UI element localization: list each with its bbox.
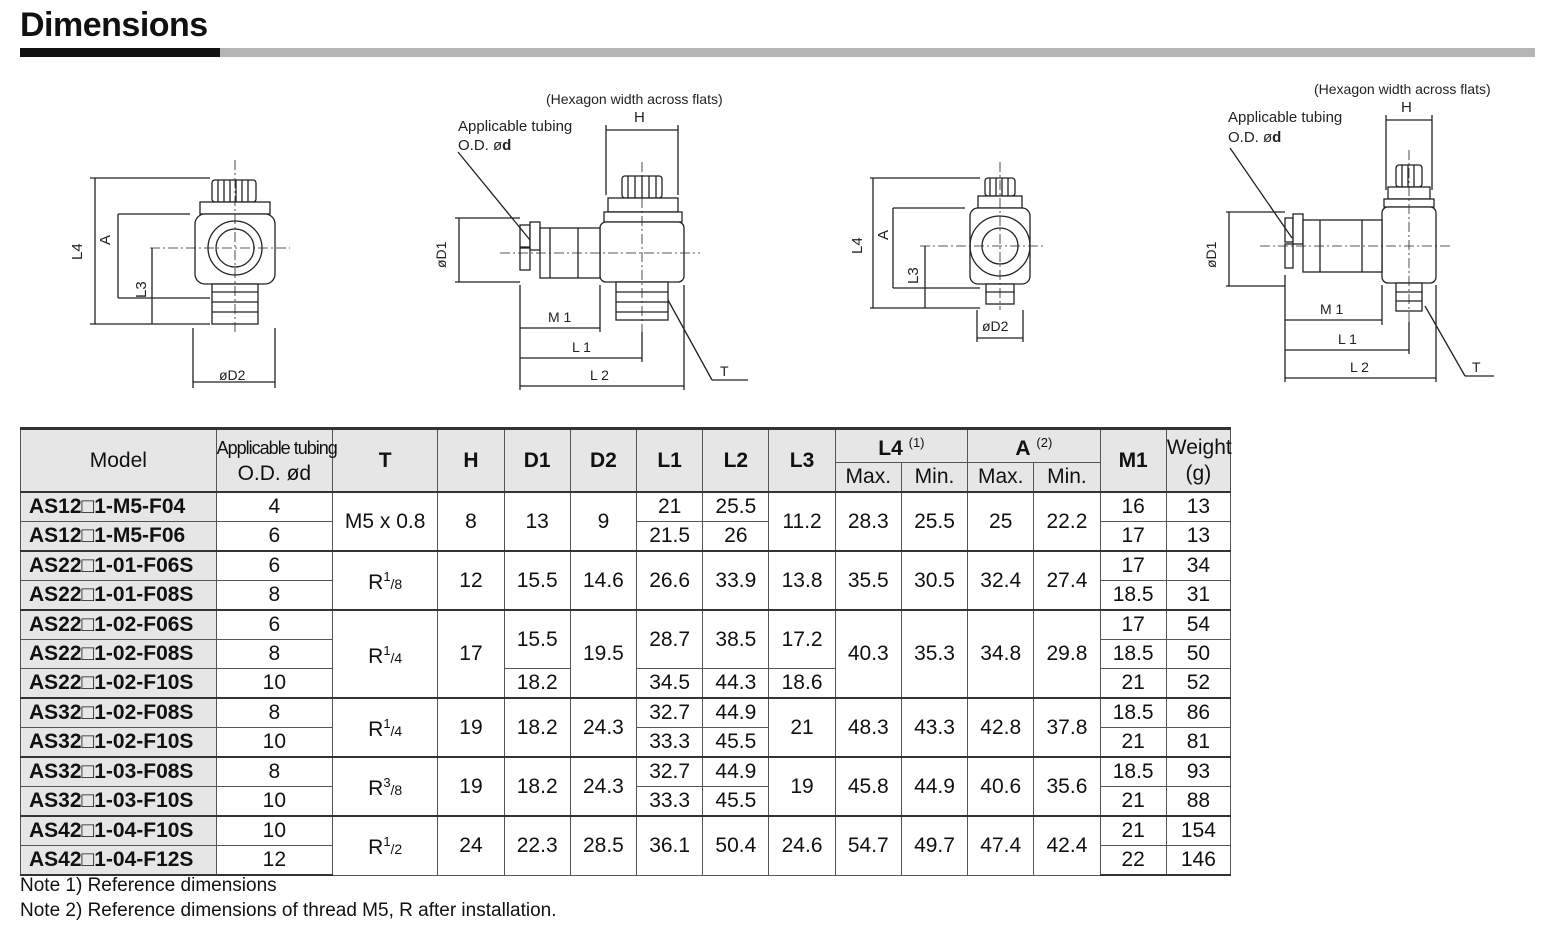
col-L4-min: Min. — [900, 462, 969, 493]
label-M1-2: M 1 — [1320, 301, 1344, 317]
tubing-note-1: Applicable tubing — [458, 118, 572, 135]
table-row: AS22□1-02-F06S 6 R1/4 17 15.5 19.5 28.7 … — [20, 609, 1232, 699]
label-D2-2: øD2 — [982, 318, 1009, 334]
col-L4: L4 (1) — [834, 427, 969, 463]
label-H-1: H — [634, 109, 645, 126]
tubing-note-2: Applicable tubing — [1228, 109, 1342, 126]
label-A-2: A — [875, 230, 892, 240]
col-H: H — [437, 427, 505, 493]
table-row: AS12□1-M5-F06 6 21.5 26 17 13 — [20, 521, 1232, 552]
label-L1-1: L 1 — [572, 339, 591, 355]
table-row: AS12□1-M5-F04 4 M5 x 0.8 8 13 9 21 25.5 … — [20, 491, 1232, 552]
label-A-1: A — [97, 235, 114, 245]
col-L1: L1 — [636, 427, 704, 493]
footnotes: Note 1) Reference dimensions Note 2) Ref… — [20, 873, 557, 923]
label-M1-1: M 1 — [548, 309, 572, 325]
hex-note-2: (Hexagon width across flats) — [1314, 81, 1491, 97]
col-L2: L2 — [702, 427, 770, 493]
label-H-2: H — [1401, 99, 1412, 116]
col-D1: D1 — [503, 427, 571, 493]
table-row: AS42□1-04-F12S 12 22 146 — [20, 845, 1232, 876]
table-row: AS32□1-02-F10S 10 33.3 45.5 21 81 — [20, 727, 1232, 758]
label-L1-2: L 1 — [1338, 331, 1357, 347]
table-row: AS22□1-02-F10S 10 18.2 34.5 44.3 18.6 21… — [20, 668, 1232, 699]
label-D2-1: øD2 — [219, 367, 246, 383]
table-row: AS22□1-02-F08S 8 18.5 50 — [20, 639, 1232, 669]
label-T-1: T — [720, 363, 729, 379]
title-underline-accent — [20, 48, 220, 57]
table-row: AS22□1-01-F06S 6 R1/8 12 15.5 14.6 26.6 … — [20, 550, 1232, 611]
label-D1-1: øD1 — [433, 241, 449, 268]
table-row: AS32□1-03-F08S 8 R3/8 19 18.2 24.3 32.7 … — [20, 756, 1232, 817]
col-model: Model — [20, 427, 217, 493]
label-L4-1: L4 — [69, 243, 86, 260]
dimension-drawings: L4 A L3 øD2 (Hexagon width across flats)… — [0, 70, 1555, 400]
note-1: Note 1) Reference dimensions — [20, 875, 277, 896]
col-A-max: Max. — [967, 462, 1035, 493]
label-L3-2: L3 — [905, 267, 922, 284]
col-A: A (2) — [967, 427, 1101, 463]
tubing-od-2: O.D. ød — [1228, 129, 1281, 146]
drawing-front-view-1 — [90, 160, 290, 388]
tubing-od-1: O.D. ød — [458, 137, 511, 154]
col-A-min: Min. — [1033, 462, 1101, 493]
note-2: Note 2) Reference dimensions of thread M… — [20, 900, 557, 921]
label-L2-2: L 2 — [1350, 359, 1369, 375]
label-L3-1: L3 — [133, 281, 150, 298]
col-L4-max: Max. — [834, 462, 902, 493]
label-L2-1: L 2 — [590, 367, 609, 383]
drawing-side-view-2 — [1226, 115, 1494, 382]
table-row: AS32□1-03-F10S 10 33.3 45.5 21 88 — [20, 786, 1232, 817]
col-T: T — [332, 427, 439, 493]
col-D2: D2 — [569, 427, 638, 493]
table-row: AS32□1-02-F08S 8 R1/4 19 18.2 24.3 32.7 … — [20, 697, 1232, 758]
col-L3: L3 — [768, 427, 836, 493]
drawing-front-view-2 — [870, 162, 1045, 342]
label-T-2: T — [1472, 359, 1481, 375]
page-title: Dimensions — [20, 6, 208, 44]
drawing-side-view-1 — [455, 125, 748, 390]
title-underline — [20, 48, 1535, 57]
col-weight: Weight(g) — [1165, 427, 1232, 493]
label-D1-2: øD1 — [1203, 241, 1219, 268]
header-row-2: Max. Min. Max. Min. — [21, 462, 1231, 493]
table-row: AS22□1-01-F08S 8 18.5 31 — [20, 580, 1232, 611]
table-row: AS42□1-04-F10S 10 R1/2 24 22.3 28.5 36.1… — [20, 815, 1232, 876]
label-L4-2: L4 — [849, 237, 866, 254]
hex-note-1: (Hexagon width across flats) — [546, 91, 723, 107]
col-M1: M1 — [1099, 427, 1167, 493]
